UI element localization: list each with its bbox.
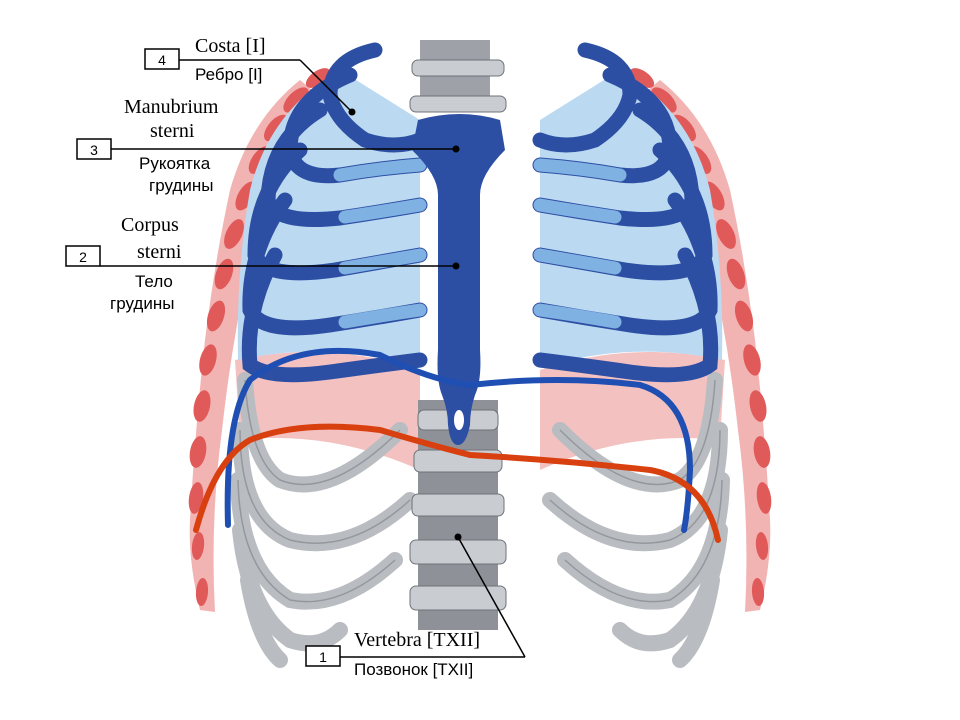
costa-latin: Costa [I] (195, 35, 266, 57)
costa-russian: Ребро [I] (195, 65, 262, 84)
label-costa: 4 Costa [I] Ребро [I] (144, 35, 356, 116)
label-1-box (305, 645, 341, 667)
label-4-box (144, 48, 180, 70)
label-2-box (65, 245, 101, 267)
label-2-number: 2 (79, 249, 87, 265)
sternum (412, 114, 505, 445)
corpus-russian-2: грудины (110, 294, 174, 313)
vertebra-latin: Vertebra [TXII] (354, 629, 480, 651)
label-vertebra: Vertebra [TXII] 1 Позвонок [TXII] (305, 533, 526, 679)
label-4-number: 4 (158, 52, 166, 68)
manubrium-russian-1: Рукоятка (139, 154, 211, 173)
diaphragm-lines (193, 347, 721, 543)
orange-diaphragm-line (193, 423, 721, 543)
manubrium-russian-2: грудины (149, 176, 213, 195)
label-corpus: Corpus sterni 2 Тело грудины (65, 214, 460, 313)
manubrium-latin-1: Manubrium (124, 96, 219, 118)
corpus-latin-2: sterni (137, 241, 182, 263)
vertebra-russian: Позвонок [TXII] (354, 660, 473, 679)
corpus-russian-1: Тело (135, 272, 173, 291)
label-1-number: 1 (319, 649, 327, 665)
blue-diaphragm-line (224, 347, 694, 533)
manubrium-latin-2: sterni (150, 120, 195, 142)
vertebral-column (409, 40, 507, 630)
label-3-number: 3 (90, 142, 98, 158)
label-manubrium: Manubrium sterni 3 Рукоятка грудины (76, 96, 460, 195)
corpus-latin-1: Corpus (121, 214, 179, 236)
